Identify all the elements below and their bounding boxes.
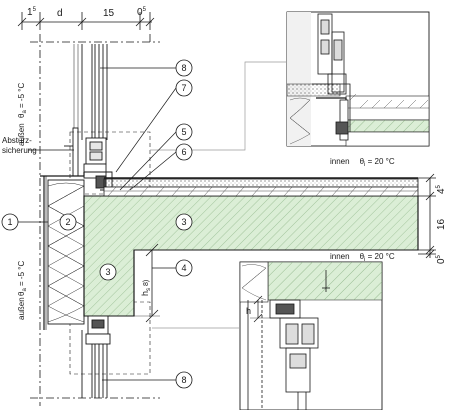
callout-3-slab: 3 [175,213,193,231]
hs-label: hs 8) [140,280,152,296]
h-label: h [246,306,251,316]
detail-inset-top [286,11,430,147]
dim-right-0: 05 [436,254,447,264]
svg-text:8: 8 [181,63,186,73]
callout-5: 5 [175,123,193,141]
right-dimension-chain [418,173,436,259]
external-insulation-layer [40,172,85,330]
fall-protection-label-2: sicherung [2,146,37,155]
dim-top-0: 05 [137,7,147,18]
svg-text:3: 3 [105,267,110,277]
svg-text:2: 2 [65,217,70,227]
outside-temp-top: θa = -5 °C [17,83,28,118]
lower-window-frame [81,330,108,398]
fall-protection-rail [64,127,79,177]
dim-top-d: d [57,8,63,19]
detail-inset-bottom: h [239,261,383,410]
callout-4: 4 [175,259,193,277]
outside-label-bottom: außen [17,297,26,320]
svg-text:8: 8 [181,375,186,385]
dim-top-1: 15 [27,7,37,18]
svg-text:5: 5 [181,127,186,137]
callout-3-beam: 3 [99,263,117,281]
callout-8-top: 8 [175,59,193,77]
dim-right-4: 45 [436,184,447,194]
top-dimension-chain [17,12,155,30]
upper-window-frame [73,44,108,140]
callout-1: 1 [1,213,19,231]
fall-protection-label-1: Absturz- [2,136,32,145]
svg-text:7: 7 [181,83,186,93]
callout-6: 6 [175,143,193,161]
callout-2: 2 [59,213,77,231]
outside-label-top: außen [17,123,26,146]
callout-8-bottom: 8 [175,371,193,389]
floor-insulation-diagonals [107,186,419,197]
upper-window-sill-profile [83,137,113,191]
svg-text:6: 6 [181,147,186,157]
dim-top-15: 15 [103,8,115,19]
svg-text:3: 3 [181,217,186,227]
outside-temp-bottom: θa = -5 °C [17,261,28,296]
svg-text:1: 1 [7,217,12,227]
floor-build-up [103,177,419,197]
hs-dimension [134,243,160,323]
svg-text:4: 4 [181,263,186,273]
callout-7: 7 [175,79,193,97]
inset-top-connector [150,61,287,151]
lower-window-head [85,315,111,345]
dim-right-16: 16 [436,218,447,230]
